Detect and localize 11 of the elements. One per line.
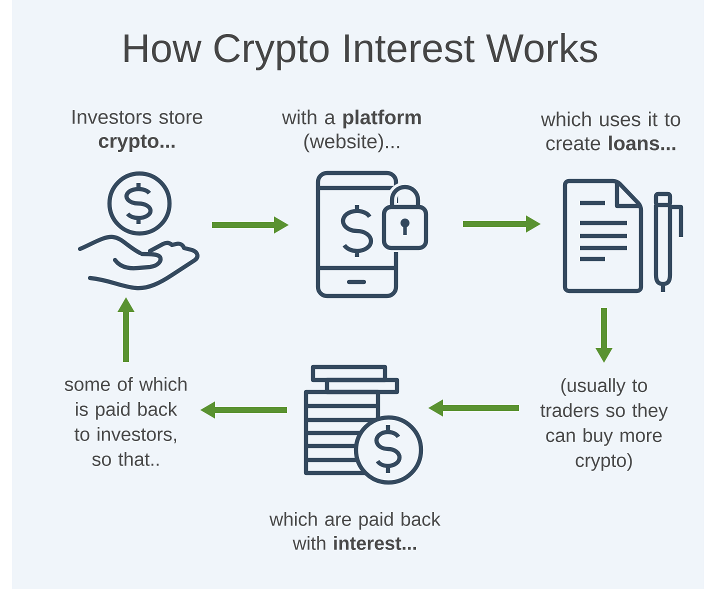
step-text: (usually to traders so they can buy more crypto)	[540, 378, 668, 471]
step-text: some of which is paid back to investors, so that..	[64, 377, 187, 466]
coin-stack-icon	[304, 364, 424, 485]
step-caption: Investors store crypto...	[72, 110, 202, 152]
document-pen-icon	[562, 178, 684, 294]
step-caption: with a platform (website)...	[282, 110, 421, 152]
step-caption: which uses it to create loans...	[540, 112, 680, 150]
hand-coin-icon	[78, 171, 200, 290]
title: How Crypto Interest Works	[124, 33, 598, 70]
phone-lock-icon	[316, 170, 430, 298]
step-caption: which are paid back with interest...	[269, 512, 441, 550]
